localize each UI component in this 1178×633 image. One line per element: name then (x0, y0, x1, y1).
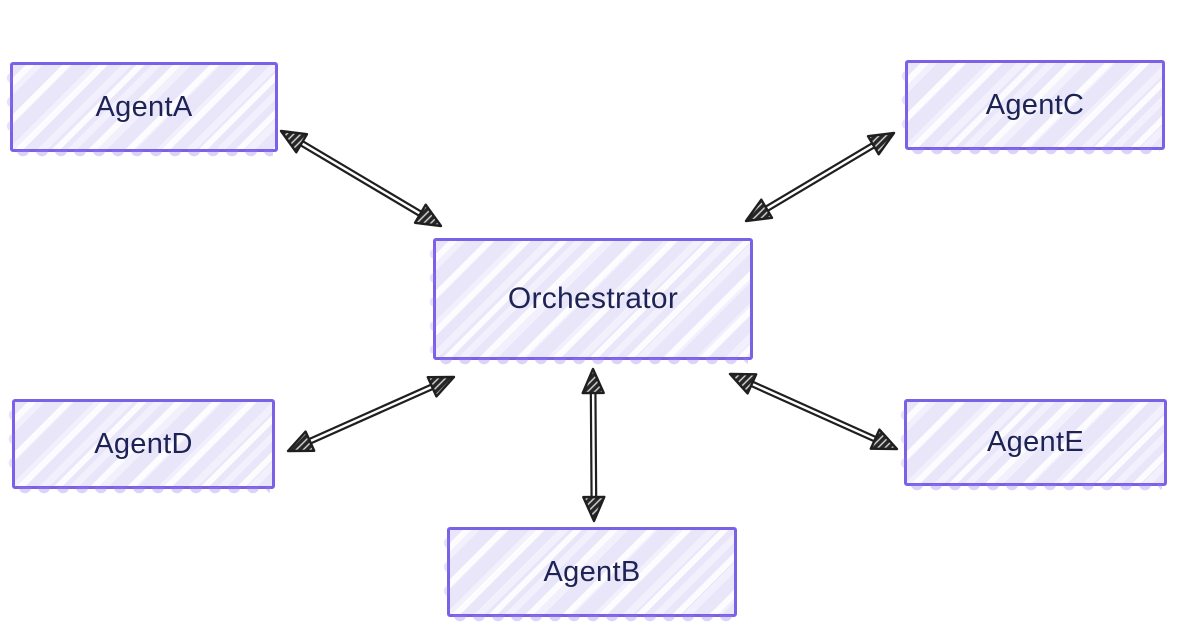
node-agent-b: AgentB (441, 527, 737, 624)
node-agent-c: AgentC (899, 60, 1165, 157)
connector-agentD-orchestrator (286, 375, 456, 453)
node-agent-e-label: AgentE (987, 426, 1084, 458)
connector-agentC-orchestrator (744, 131, 896, 223)
node-agent-b-label: AgentB (543, 555, 641, 588)
node-agent-c-label: AgentC (985, 88, 1085, 121)
connector-agentE-orchestrator (728, 372, 899, 451)
node-agent-e: AgentE (898, 399, 1167, 493)
node-agent-d: AgentD (6, 399, 275, 496)
node-agent-a: AgentA (4, 62, 278, 159)
node-agent-a-label: AgentA (95, 90, 193, 123)
node-orchestrator: Orchestrator (427, 238, 753, 367)
node-agent-d-label: AgentD (94, 427, 193, 460)
connector-agentB-orchestrator (581, 367, 606, 523)
connector-agentA-orchestrator (279, 129, 443, 228)
node-orchestrator-label: Orchestrator (507, 282, 679, 315)
